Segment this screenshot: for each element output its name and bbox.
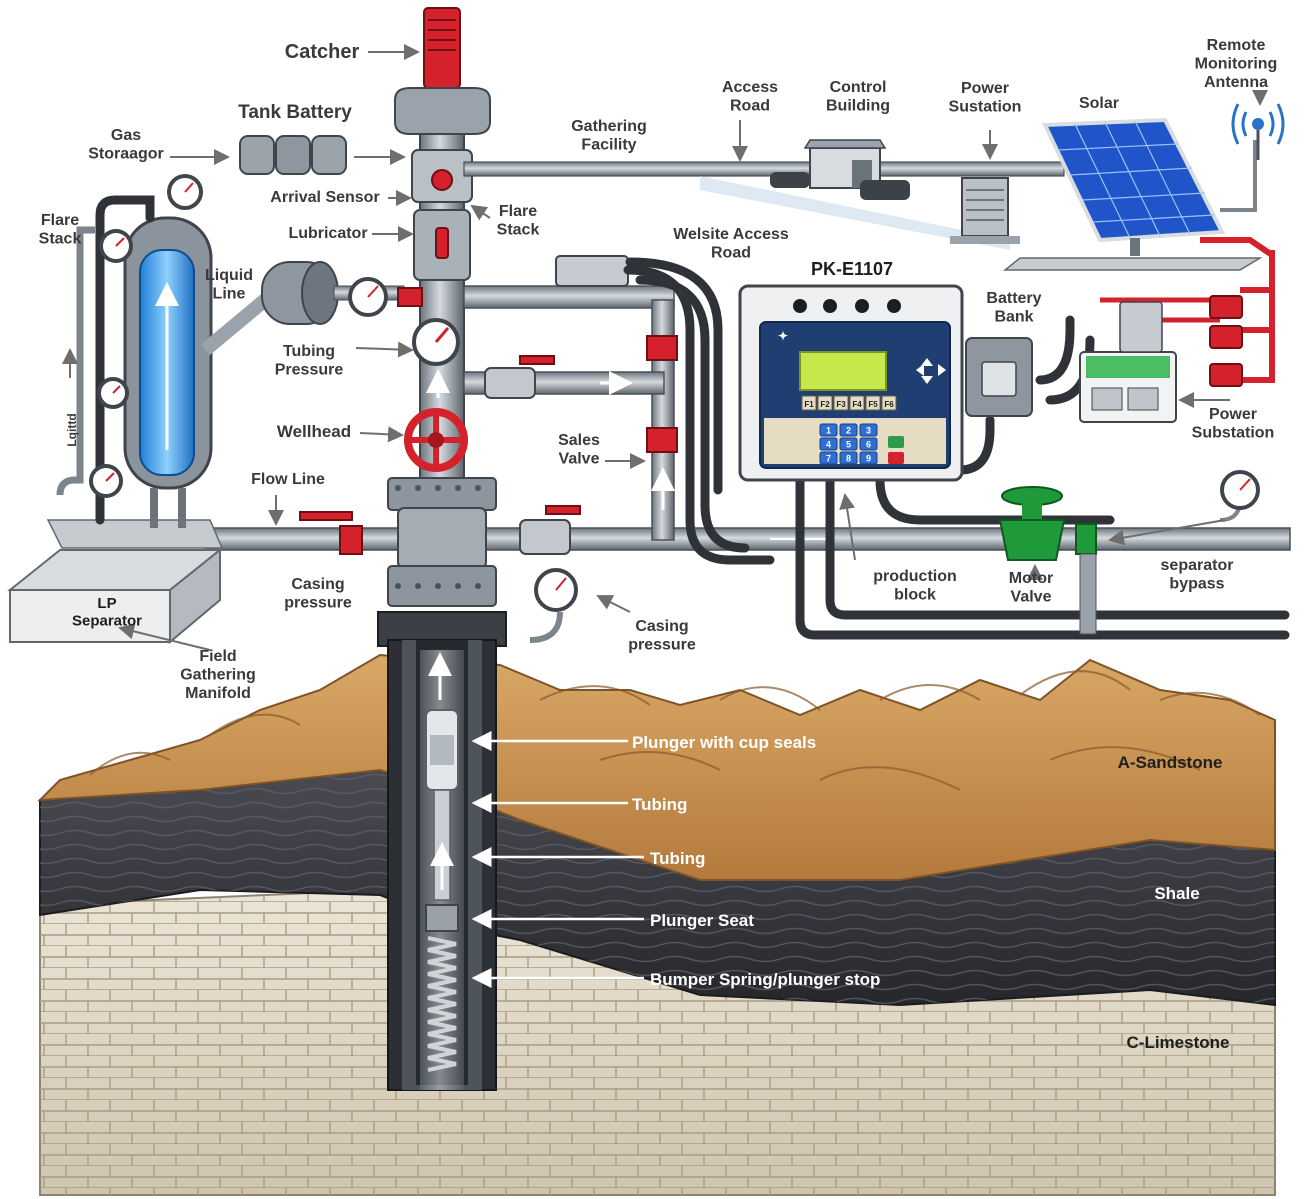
- keypad-key-label: 2: [846, 426, 851, 436]
- gauge-icon: [89, 174, 203, 498]
- label-arrival-sensor: Arrival Sensor: [270, 189, 379, 206]
- label-shale: Shale: [1154, 884, 1199, 903]
- antenna-icon: [1231, 103, 1285, 160]
- svg-text:✦: ✦: [778, 329, 788, 343]
- wellbore-leaders: [471, 731, 644, 988]
- label-tubing-1: Tubing: [632, 795, 687, 814]
- keypad-key-label: 4: [826, 440, 831, 450]
- controller-unit: F1 F2 F3 F4 F5 F6 1 2 3 4 5 6 7 8 9 ✦: [738, 284, 964, 482]
- lubricator: [435, 227, 449, 259]
- control-building: [770, 139, 910, 200]
- wellhead-tree: [299, 7, 678, 643]
- keypad-key[interactable]: [859, 437, 878, 451]
- keypad-key[interactable]: [839, 423, 858, 437]
- label-a-sandstone: A-Sandstone: [1118, 753, 1223, 772]
- tank-battery: [239, 135, 347, 175]
- sandstone-layer: [37, 653, 1276, 881]
- function-key-label: F2: [820, 400, 830, 409]
- motor-valve: [998, 486, 1097, 635]
- geology-cross-section: [37, 653, 1276, 1196]
- solar-panel-icon: [1002, 117, 1263, 271]
- label-plunger-cup-seals: Plunger with cup seals: [632, 733, 816, 752]
- label-controller-model: PK-E1107: [811, 259, 893, 279]
- transformer: [950, 177, 1020, 244]
- label-tubing-2: Tubing: [650, 849, 705, 868]
- label-plunger-seat: Plunger Seat: [650, 911, 754, 930]
- keypad-key-label: 6: [866, 440, 871, 450]
- label-bumper-spring: Bumper Spring/plunger stop: [650, 970, 880, 989]
- valve-wheel-icon: [404, 408, 468, 472]
- function-key-label: F5: [868, 400, 878, 409]
- function-key[interactable]: [881, 395, 897, 411]
- controller-screen: [799, 351, 887, 391]
- keypad-key[interactable]: [819, 437, 838, 451]
- function-key-label: F6: [884, 400, 894, 409]
- function-key[interactable]: [849, 395, 865, 411]
- function-key[interactable]: [801, 395, 817, 411]
- wellbore: [377, 611, 507, 1091]
- keypad-key-label: 7: [826, 454, 831, 464]
- function-key-label: F3: [836, 400, 846, 409]
- label-lubricator: Lubricator: [288, 225, 367, 242]
- function-key-label: F1: [804, 400, 814, 409]
- leader-lines: [62, 44, 1268, 651]
- keypad-key[interactable]: [819, 423, 838, 437]
- gathering-pipeline: [463, 161, 1065, 250]
- label-wellhead: Wellhead: [277, 422, 351, 441]
- keypad-key[interactable]: [859, 423, 878, 437]
- keypad-key-label: 5: [846, 440, 851, 450]
- keypad-key[interactable]: [819, 451, 838, 465]
- label-solar: Solar: [1079, 95, 1119, 112]
- keypad-key-label: 8: [846, 454, 851, 464]
- power-substation-block: [1079, 295, 1243, 423]
- bumper-spring: [427, 936, 457, 1072]
- function-key[interactable]: [833, 395, 849, 411]
- plunger-seat: [425, 904, 459, 932]
- label-tank-battery: Tank Battery: [238, 102, 352, 123]
- battery-bank: [965, 337, 1033, 417]
- keypad-key-label: 3: [866, 426, 871, 436]
- function-key-label: F4: [852, 400, 862, 409]
- label-flow-line: Flow Line: [251, 471, 325, 488]
- label-catcher: Catcher: [285, 41, 360, 63]
- keypad-key[interactable]: [839, 451, 858, 465]
- keypad-key[interactable]: [859, 451, 878, 465]
- keypad-key-label: 1: [826, 426, 831, 436]
- separator-vessel: [56, 195, 270, 528]
- keypad-key[interactable]: [839, 437, 858, 451]
- label-c-limestone: C-Limestone: [1127, 1033, 1230, 1052]
- keypad-key-label: 9: [866, 454, 871, 464]
- function-key[interactable]: [817, 395, 833, 411]
- function-key[interactable]: [865, 395, 881, 411]
- arrival-sensor: [431, 169, 453, 191]
- label-vertical-side: Lqittd: [65, 413, 79, 446]
